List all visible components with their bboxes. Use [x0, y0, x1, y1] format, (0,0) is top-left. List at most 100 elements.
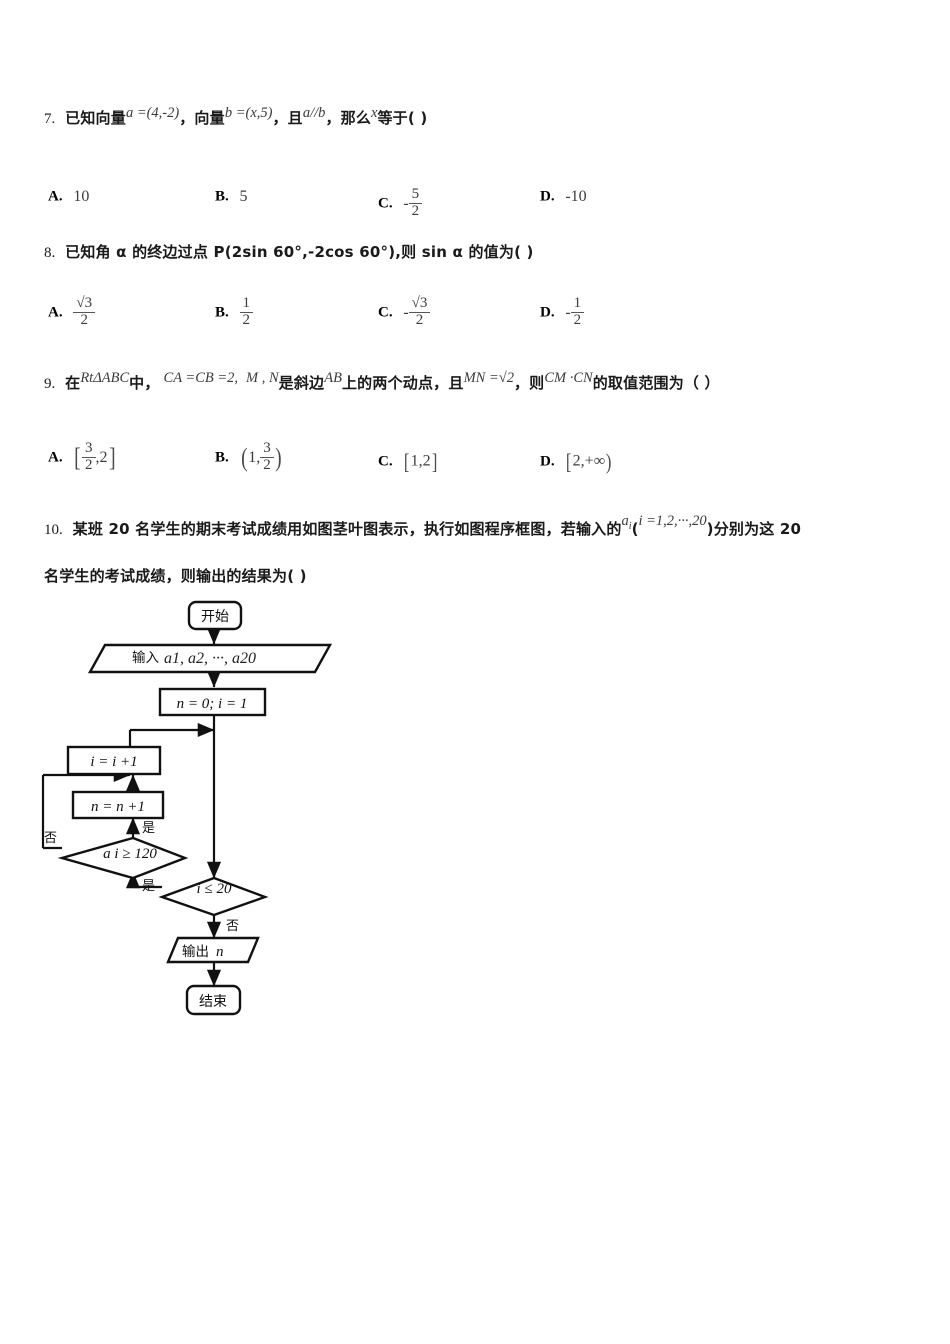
question-8-number: 8.: [44, 245, 56, 261]
q9-mn-length: MN =√2: [463, 370, 514, 386]
q9-option-d[interactable]: D. [2,+∞): [540, 449, 612, 475]
q9-option-d-left-bracket: [: [566, 449, 572, 474]
question-8-stem: 8. 已知角 α 的终边过点 P(2sin 60°,-2cos 60°),则 s…: [44, 244, 534, 262]
q7-vector-a: a =(4,-2): [125, 105, 180, 121]
flow-input-math: a1, a2, ···, a20: [164, 650, 256, 667]
q9-option-d-right-bracket: ): [606, 449, 612, 474]
q9-option-b-right-bracket: ): [274, 443, 282, 473]
q10-text-c: )分别为这 20: [706, 520, 802, 538]
q9-text-5: ，则: [513, 374, 545, 392]
q7-text-4: ，那么: [325, 109, 372, 127]
q7-option-d[interactable]: D. -10: [540, 188, 587, 206]
flow-end-label: 结束: [199, 994, 227, 1010]
q9-option-d-label: D.: [540, 453, 555, 470]
q9-points-mn: M , N: [246, 370, 279, 386]
q9-option-c-left-bracket: [: [404, 449, 410, 474]
q9-option-b-numerator: 3: [263, 440, 271, 456]
flow-increment-n-label: n = n +1: [91, 799, 145, 815]
q9-option-c[interactable]: C. [1,2]: [378, 449, 438, 475]
q10-text-line2: 名学生的考试成绩，则输出的结果为( ): [44, 567, 307, 585]
q9-ca-cb: CA =CB =2,: [163, 370, 239, 386]
q7-option-d-label: D.: [540, 188, 555, 205]
q9-option-c-body: 1,2: [410, 452, 431, 470]
flow-init-box: [158, 687, 267, 717]
q7-option-a[interactable]: A. 10: [48, 188, 89, 206]
flow-output-math: n: [216, 944, 224, 960]
q9-text-2: 中，: [129, 374, 160, 392]
q9-text-1: 在: [65, 374, 81, 392]
flow-increment-n-box: [71, 790, 165, 820]
q8-option-c-denominator: 2: [408, 311, 431, 329]
q7-option-b-value: 5: [239, 188, 248, 205]
q7-option-a-value: 10: [73, 188, 90, 205]
q7-option-c-numerator: 5: [411, 186, 420, 202]
q10-var-a: ai: [621, 513, 632, 532]
q9-option-c-right-bracket: ]: [431, 449, 438, 474]
flow-condition-loop-label: i ≤ 20: [197, 881, 232, 897]
flow-start-box: [187, 600, 243, 631]
q9-option-c-value: [1,2]: [403, 449, 438, 475]
flow-condition-score-label: a i ≥ 120: [103, 846, 157, 862]
q9-segment-ab: AB: [324, 370, 342, 386]
q9-dot-product: CM ·CN: [544, 370, 593, 386]
q9-option-d-value: [2,+∞): [565, 449, 612, 475]
program-flowchart: 开始 输入 a1, a2, ···, a20 n = 0; i = 1 i = …: [30, 590, 390, 1040]
q9-text-3: 是斜边: [278, 374, 325, 392]
q9-option-b-left-bracket: (: [240, 443, 248, 473]
q7-option-a-label: A.: [48, 188, 63, 205]
q7-text-2: ，向量: [179, 109, 225, 127]
q8-option-c-numerator: √3: [411, 295, 428, 311]
question-10-stem-line1: 10. 某班 20 名学生的期末考试成绩用如图茎叶图表示，执行如图程序框图，若输…: [44, 513, 802, 541]
question-7-stem: 7. 已知向量a =(4,-2)，向量b =(x,5)，且a//b，那么x等于(…: [44, 105, 427, 128]
q9-text-4: 上的两个动点，且: [341, 374, 464, 392]
question-9-stem: 9. 在RtΔABC中，CA =CB =2,M , N是斜边AB上的两个动点，且…: [44, 370, 720, 393]
flow-condition-score-diamond: [57, 836, 189, 880]
question-9-number: 9.: [44, 376, 56, 392]
q9-option-a-second: ,2: [95, 448, 108, 466]
q9-option-a-denominator: 2: [82, 456, 96, 474]
q7-option-b[interactable]: B. 5: [215, 188, 248, 206]
q8-option-b-label: B.: [215, 304, 229, 321]
q10-paren-open: (: [631, 520, 639, 538]
q7-var-x: x: [371, 105, 378, 121]
flow-increment-i-box: [66, 745, 162, 776]
flow-start-label: 开始: [201, 609, 229, 625]
q8-option-a-denominator: 2: [73, 311, 96, 329]
q8-option-b-numerator: 1: [242, 295, 251, 311]
question-10-stem-line2: 名学生的考试成绩，则输出的结果为( ): [44, 568, 307, 585]
q7-option-c-sign: -: [403, 194, 409, 212]
q9-option-a-numerator: 3: [85, 440, 93, 456]
flow-init-label: n = 0; i = 1: [177, 696, 248, 712]
q9-option-c-label: C.: [378, 453, 393, 470]
question-7-number: 7.: [44, 111, 56, 127]
q8-option-d-label: D.: [540, 304, 555, 321]
q9-option-a-left-bracket: [: [74, 443, 81, 473]
flow-increment-i-label: i = i +1: [90, 754, 137, 770]
q9-option-b-first: 1,: [248, 448, 261, 466]
q8-option-c-label: C.: [378, 304, 393, 321]
q9-option-d-body: 2,+∞: [572, 452, 606, 470]
q8-text: 已知角 α 的终边过点 P(2sin 60°,-2cos 60°),则 sin …: [65, 243, 534, 261]
flow-output-label: 输出: [182, 944, 209, 960]
question-10-number: 10.: [44, 522, 63, 538]
q7-text-1: 已知向量: [65, 109, 126, 127]
q8-option-c-sign: -: [403, 303, 409, 321]
q7-option-b-label: B.: [215, 188, 229, 205]
flow-end-box: [185, 984, 242, 1016]
q9-text-6: 的取值范围为（ ）: [592, 374, 720, 392]
